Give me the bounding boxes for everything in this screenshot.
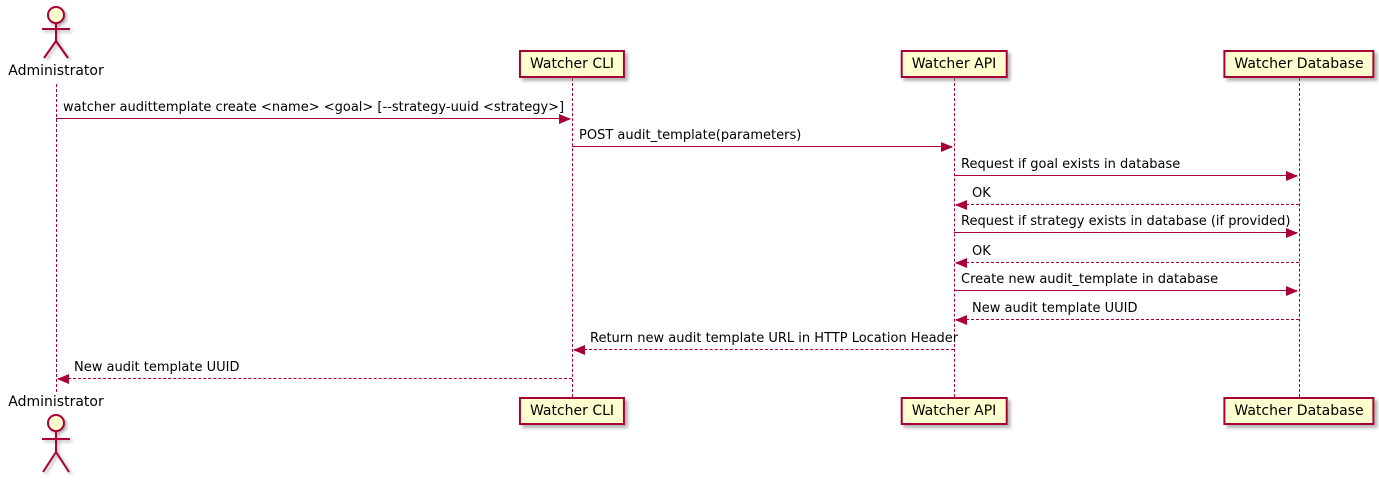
message-label: New audit template UUID	[972, 301, 1138, 316]
message-label: Request if goal exists in database	[961, 157, 1181, 172]
arrowhead-icon	[57, 374, 69, 384]
actor-label-top: Administrator	[8, 63, 104, 79]
lifeline-administrator	[56, 84, 57, 392]
arrowhead-icon	[955, 258, 967, 268]
message-line-api-to-db	[954, 290, 1297, 291]
actor-icon-bottom	[42, 414, 70, 473]
participant-bottom-watcher-cli: Watcher CLI	[518, 397, 626, 425]
arrowhead-icon	[941, 142, 953, 152]
participant-top-watcher-api: Watcher API	[900, 50, 1008, 78]
arrowhead-icon	[955, 200, 967, 210]
message-label: Return new audit template URL in HTTP Lo…	[590, 331, 959, 346]
participant-top-watcher-database: Watcher Database	[1223, 50, 1375, 78]
arrowhead-icon	[1286, 286, 1298, 296]
lifeline-watcher-database	[1299, 78, 1300, 397]
message-label: Create new audit_template in database	[961, 272, 1219, 287]
message-label: POST audit_template(parameters)	[579, 128, 802, 143]
message-line-api-to-db	[954, 175, 1297, 176]
participant-top-watcher-cli: Watcher CLI	[518, 50, 626, 78]
participant-bottom-watcher-api: Watcher API	[900, 397, 1008, 425]
message-line-db-to-api	[956, 204, 1299, 205]
message-label: watcher audittemplate create <name> <goa…	[63, 100, 565, 115]
message-label: OK	[972, 244, 991, 259]
actor-icon-top	[42, 6, 70, 59]
message-line-administrator-to-cli	[56, 118, 570, 119]
message-line-db-to-api	[956, 319, 1299, 320]
lifeline-watcher-api	[954, 78, 955, 397]
arrowhead-icon	[1286, 171, 1298, 181]
actor-label-bottom: Administrator	[8, 394, 104, 410]
message-line-cli-to-administrator	[58, 378, 572, 379]
participant-bottom-watcher-database: Watcher Database	[1223, 397, 1375, 425]
message-line-cli-to-api	[572, 146, 952, 147]
message-label: Request if strategy exists in database (…	[961, 214, 1291, 229]
arrowhead-icon	[955, 315, 967, 325]
message-label: New audit template UUID	[74, 360, 240, 375]
arrowhead-icon	[1286, 228, 1298, 238]
lifeline-watcher-cli	[572, 78, 573, 397]
arrowhead-icon	[559, 114, 571, 124]
message-line-api-to-db	[954, 232, 1297, 233]
message-line-api-to-cli	[574, 349, 954, 350]
arrowhead-icon	[573, 345, 585, 355]
message-line-db-to-api	[956, 262, 1299, 263]
message-label: OK	[972, 186, 991, 201]
